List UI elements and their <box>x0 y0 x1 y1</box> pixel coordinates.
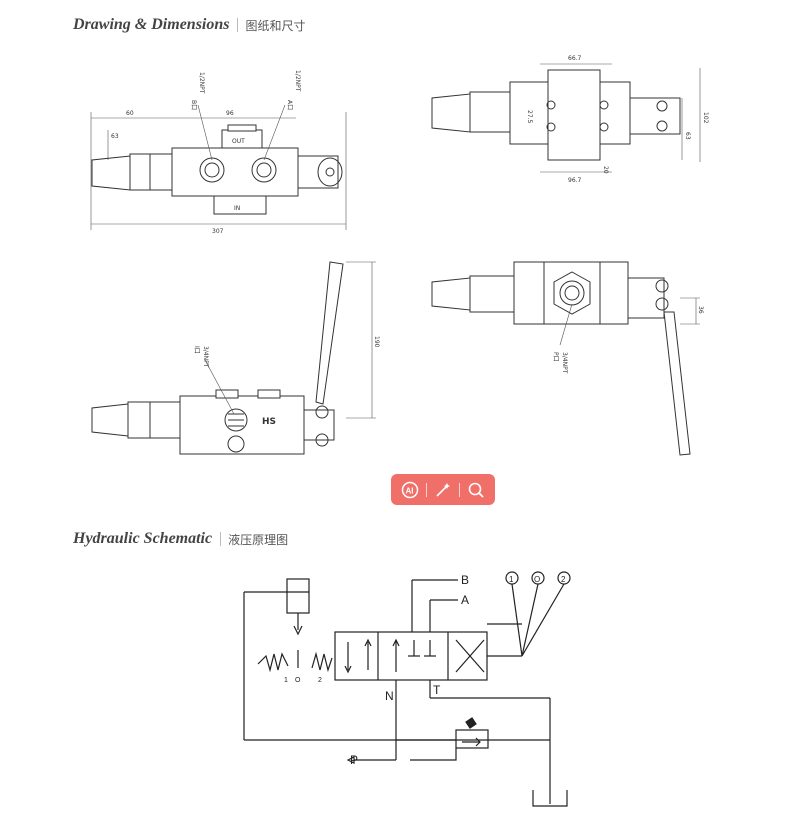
port-a-schematic: A <box>461 593 469 607</box>
out-label: OUT <box>232 138 245 145</box>
drawing-section-title: Drawing & Dimensions 图纸和尺寸 <box>73 16 306 34</box>
toolbar-divider <box>426 482 428 497</box>
magic-wand-icon[interactable] <box>432 479 454 501</box>
port-p-size: 3/4NPT <box>561 352 568 374</box>
drawing-title-en: Drawing & Dimensions <box>73 16 230 33</box>
pos-1: 1 <box>284 677 288 684</box>
top-view-drawing: 66.7 96.7 102 63 27.5 20 <box>431 55 709 184</box>
callout-2: 2 <box>561 575 566 584</box>
dim-mid: 96 <box>226 110 234 117</box>
in-label: IN <box>234 205 240 212</box>
ai-toolbar: AI <box>391 474 495 505</box>
schematic-title-zh: 液压原理图 <box>228 532 289 547</box>
dim-top: 66.7 <box>568 55 582 62</box>
dim-right2: 63 <box>684 132 691 140</box>
front-view-drawing: 307 60 96 63 OUT IN B口 1/2NPT A口 1/2NPT <box>90 70 347 235</box>
callout-0: O <box>534 575 540 584</box>
hydraulic-schematic: 1 O 2 B A N P <box>243 571 571 807</box>
search-icon[interactable] <box>465 479 487 501</box>
svg-text:AI: AI <box>406 486 414 495</box>
dim-left: 60 <box>126 110 134 117</box>
port-in-label: I口 <box>193 346 200 354</box>
toolbar-divider <box>458 482 460 497</box>
port-p-label: P口 <box>552 352 559 362</box>
dim-left-vert: 63 <box>111 133 119 140</box>
port-a-size: 1/2NPT <box>294 70 301 92</box>
drawing-title-zh: 图纸和尺寸 <box>245 18 306 33</box>
schematic-title-en: Hydraulic Schematic <box>73 530 213 547</box>
ai-icon[interactable]: AI <box>399 479 421 501</box>
port-b-size: 1/2NPT <box>198 72 205 94</box>
dim-handle: 190 <box>373 336 380 348</box>
bottom-view-drawing: P口 3/4NPT 36 <box>431 261 704 456</box>
dim-side: 36 <box>697 306 704 314</box>
title-separator <box>237 18 239 32</box>
schematic-section-title: Hydraulic Schematic 液压原理图 <box>73 530 288 548</box>
port-p-schematic: P <box>350 753 358 767</box>
pos-0: O <box>295 677 301 684</box>
hs-label: HS <box>262 417 276 427</box>
dim-total: 307 <box>212 228 224 235</box>
title-separator <box>220 532 222 546</box>
dim-right: 102 <box>702 112 709 124</box>
side-view-drawing: HS 190 I口 3/4NPT <box>91 261 380 455</box>
port-b-label: B口 <box>190 100 197 110</box>
port-t-schematic: T <box>433 683 441 697</box>
pos-2: 2 <box>318 677 322 684</box>
port-b-schematic: B <box>461 573 469 587</box>
port-a-label: A口 <box>286 100 293 110</box>
dim-20: 20 <box>602 166 609 174</box>
callout-1: 1 <box>509 575 514 584</box>
dim-small: 27.5 <box>526 110 533 124</box>
dim-bot: 96.7 <box>568 177 582 184</box>
port-n-schematic: N <box>385 689 394 703</box>
port-in-size: 3/4NPT <box>202 346 209 368</box>
